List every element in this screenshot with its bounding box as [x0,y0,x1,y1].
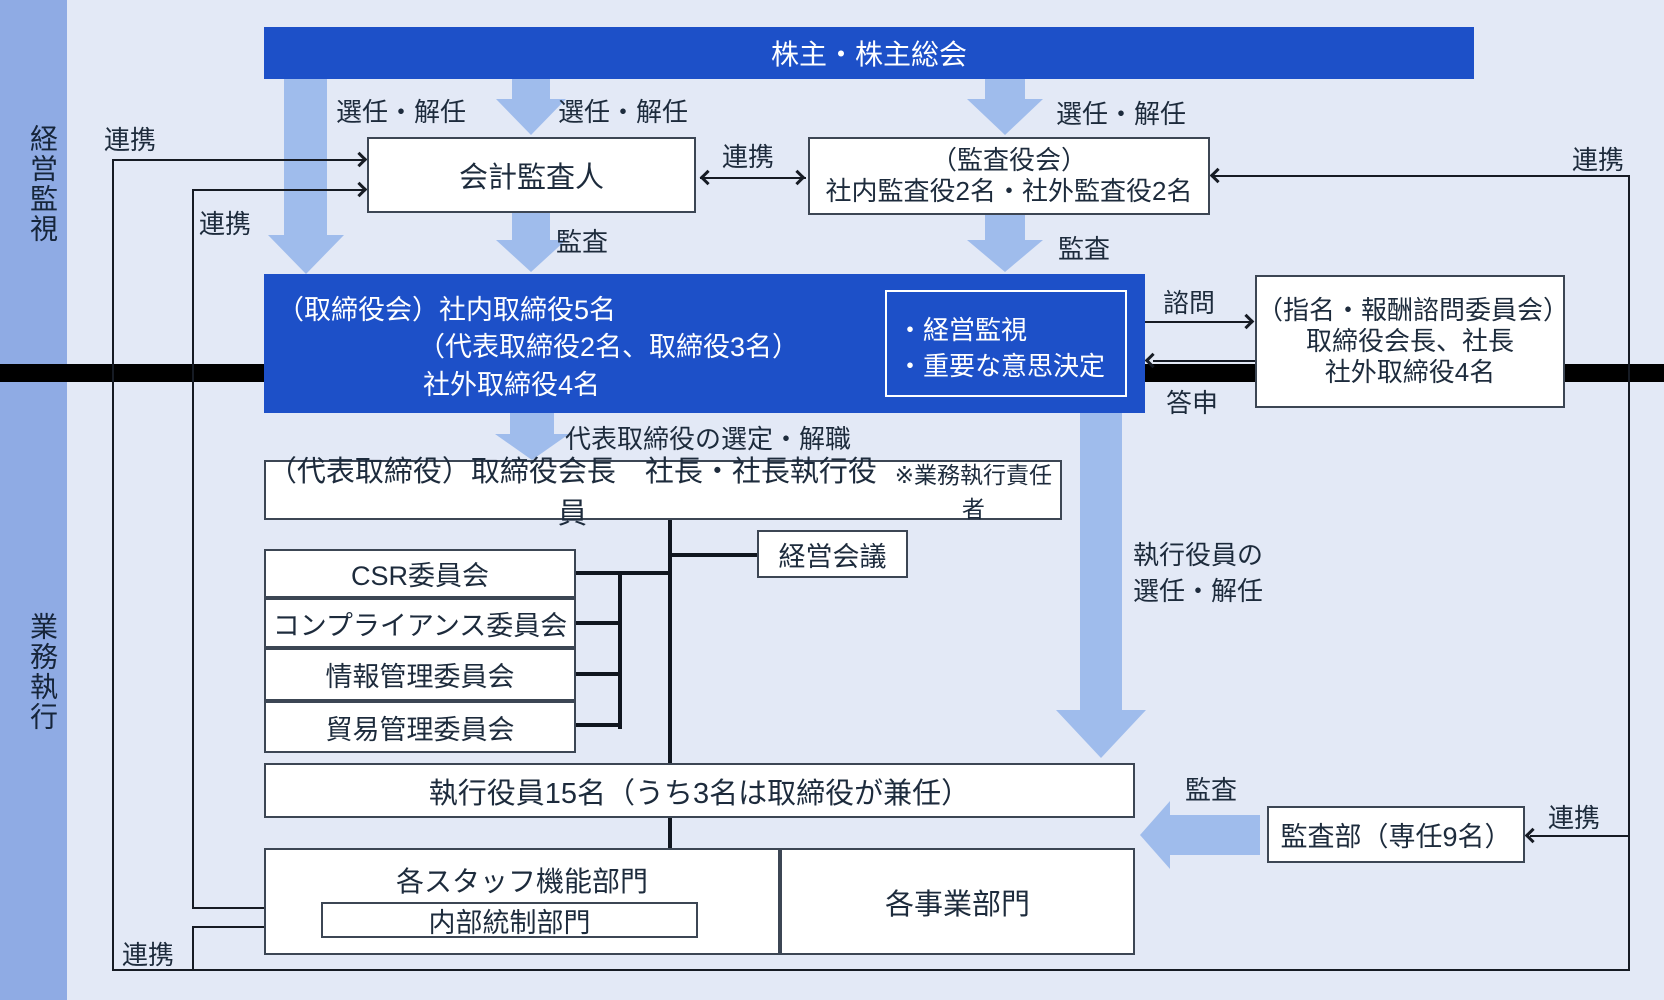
arrowhead-into-audit-board-right [1209,167,1226,184]
sennin-kainin-label-2: 選任・解任 [558,97,689,127]
board-line3: 社外取締役4名 [423,370,601,400]
renkei-line-a-vertical [112,159,114,971]
renkei-double-arrow-line [700,177,806,179]
board-line1: （取締役会）社内取締役5名 [277,295,617,325]
renkei-label-left-2: 連携 [199,209,252,239]
accounting-auditor-box: 会計監査人 [367,137,696,213]
management-meeting-box: 経営会議 [757,530,908,578]
officer-appointment-label-line1: 執行役員の [1133,540,1264,570]
sennin-kainin-label-1: 選任・解任 [336,97,467,127]
committee-connector-3 [574,672,620,676]
officer-appointment-arrow-head [1056,710,1146,758]
audit-board-line1: （監査役会） [930,145,1087,175]
representative-director-box: （代表取締役）取締役会長 社長・社長執行役員 ※業務執行責任者 [264,456,1062,530]
renkei-label-middle: 連携 [722,142,775,172]
appoint-arrow-auditor-head [496,99,566,135]
board-of-directors-box: （取締役会）社内取締役5名 （代表取締役2名、取締役3名） 社外取締役4名 ・経… [264,274,1145,413]
audit-arrow-right-head [967,240,1043,272]
board-role-box: ・経営監視 ・重要な意思決定 [885,290,1127,397]
arrowhead-into-auditor-2 [351,181,368,198]
executive-officers-box: 執行役員15名（うち3名は取締役が兼任） [264,763,1135,818]
arrowhead-into-audit-board-left [789,169,806,186]
officer-appointment-label-line2: 選任・解任 [1133,576,1264,606]
kansa-label-bottom: 監査 [1185,775,1238,805]
arrowhead-into-audit-dept [1524,827,1541,844]
toshin-label: 答申 [1166,388,1219,418]
renkei-line-right-horizontal [1212,175,1630,177]
renkei-line-c-vertical [192,926,194,971]
shareholders-meeting-box: 株主・株主総会 [264,27,1474,79]
appoint-arrow-board-head [268,235,344,274]
officer-appointment-arrow-shaft [1080,413,1122,710]
committee-connector-4 [574,723,620,727]
renkei-line-right-vertical [1628,175,1630,971]
audit-department-box: 監査部（専任9名） [1267,806,1525,863]
exec-to-departments-line [668,818,672,850]
audit-board-box: （監査役会） 社内監査役2名・社外監査役2名 [808,137,1210,215]
ceo-selection-arrow-shaft [510,413,554,434]
renkei-line-c-to-internal-control [192,926,310,928]
sennin-kainin-label-3: 選任・解任 [1056,99,1187,129]
renkei-line-b-to-internal-control [192,907,310,909]
audit-dept-arrow-head [1140,801,1170,869]
renkei-line-b-horizontal [192,189,364,191]
arrowhead-into-auditor-1 [351,151,368,168]
audit-arrow-right-shaft [985,215,1025,240]
renkei-line-a-horizontal [113,159,364,161]
renkei-line-b-vertical [192,189,194,909]
officer-appointment-label: 執行役員の 選任・解任 [1133,537,1263,609]
appoint-arrow-auditboard-head [967,99,1043,135]
compliance-committee-box: コンプライアンス委員会 [264,598,576,648]
appoint-arrow-board-shaft [284,79,327,235]
sidebar-label-business-execution: 業務執行 [27,612,58,732]
internal-control-box: 内部統制部門 [321,902,698,938]
toshin-line [1153,360,1255,362]
information-committee-box: 情報管理委員会 [264,648,576,701]
nomination-line3: 社外取締役4名 [1324,357,1496,387]
ceo-selection-label: 代表取締役の選定・解職 [565,424,852,454]
renkei-label-bottom-right: 連携 [1548,803,1601,833]
committee-connector-2 [574,621,620,625]
renkei-label-top-right: 連携 [1572,145,1625,175]
sidebar-label-management-oversight: 経営監視 [27,124,58,244]
shimon-label: 諮問 [1163,288,1216,318]
renkei-label-bottom-left: 連携 [122,940,175,970]
csr-committee-box: CSR委員会 [264,549,576,598]
audit-board-line2: 社内監査役2名・社外監査役2名 [825,176,1193,206]
committee-bus-line [618,571,622,729]
renkei-label-top-left: 連携 [104,125,157,155]
representative-note-text: ※業務執行責任者 [894,462,1053,522]
representative-to-exec-line [668,520,672,765]
committee-connector-1 [574,571,670,575]
shimon-line [1145,321,1252,323]
sidebar-strip [0,0,67,1000]
board-line2: （代表取締役2名、取締役3名） [418,332,800,362]
arrowhead-shimon [1238,313,1255,330]
nomination-line2: 取締役会長、社長 [1305,326,1514,356]
arrowhead-into-auditor-right [699,169,716,186]
ceo-selection-arrow-head [495,434,569,460]
representative-main-text: （代表取締役）取締役会長 社長・社長執行役員 [267,456,877,530]
renkei-line-to-audit-dept [1530,835,1630,837]
appoint-arrow-auditboard-shaft [985,79,1025,99]
appoint-arrow-auditor-shaft [512,79,550,99]
nomination-line1: （指名・報酬諮問委員会） [1257,295,1570,325]
audit-dept-arrow-shaft [1170,815,1260,855]
kansa-label-left: 監査 [556,227,609,257]
audit-arrow-left-shaft [512,213,550,240]
renkei-bottom-rail [112,969,1630,971]
management-meeting-connector [670,553,759,557]
board-role2: ・重要な意思決定 [897,351,1106,381]
trade-committee-box: 貿易管理委員会 [264,701,576,753]
business-departments-box: 各事業部門 [780,848,1135,955]
kansa-label-right: 監査 [1058,234,1111,264]
audit-arrow-left-head [496,240,566,272]
board-role1: ・経営監視 [897,315,1028,345]
nomination-committee-box: （指名・報酬諮問委員会） 取締役会長、社長 社外取締役4名 [1255,275,1570,408]
